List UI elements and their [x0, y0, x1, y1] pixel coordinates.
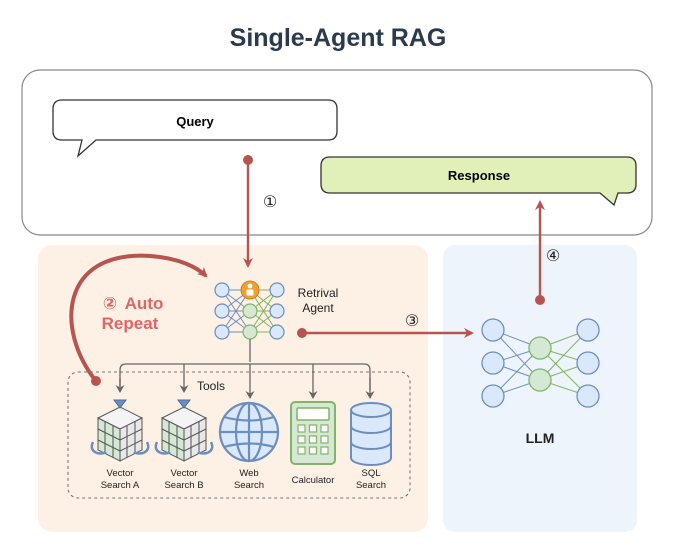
arrow-query-to-agent [243, 155, 253, 268]
agent-person-icon [240, 280, 260, 300]
tool-vector-search-a: Vector Search A [90, 399, 150, 491]
tool-label-line1: Vector [107, 468, 134, 479]
tool-label-line2: Search [356, 480, 386, 491]
llm-network [481, 318, 600, 408]
tool-web-search: Web Search [218, 401, 280, 491]
auto-repeat-label-2: Repeat [102, 314, 159, 333]
response-label: Response [448, 168, 510, 183]
auto-repeat-label-1: Auto [125, 294, 164, 313]
step-3-marker: ③ [405, 313, 419, 330]
llm-label: LLM [526, 430, 555, 446]
tool-label-line1: Calculator [292, 475, 335, 486]
response-bubble: Response [320, 156, 637, 207]
tool-label-line1: Web [239, 468, 258, 479]
tool-distribution-arrows [115, 339, 375, 399]
tools-box [67, 371, 411, 499]
query-bubble: Query [52, 99, 338, 158]
tool-calculator: Calculator [290, 401, 336, 486]
io-container [21, 69, 653, 236]
tool-vector-search-b: Vector Search B [154, 399, 214, 491]
tool-label-line2: Search A [101, 480, 140, 491]
tool-label-line2: Search [234, 480, 264, 491]
query-label: Query [176, 114, 214, 129]
agent-label-2: Agent [302, 301, 334, 315]
database-icon [350, 402, 392, 466]
step-1-marker: ① [263, 194, 277, 211]
tools-label: Tools [197, 379, 225, 393]
diagram-title: Single-Agent RAG [230, 24, 447, 52]
globe-icon [218, 401, 280, 463]
calculator-icon [290, 401, 336, 465]
agent-label-1: Retrival [298, 286, 339, 300]
tool-sql-search: SQL Search [350, 402, 392, 491]
tool-label-line1: Vector [171, 468, 198, 479]
auto-repeat-arrow [69, 253, 208, 386]
tool-label-line1: SQL [361, 468, 380, 479]
retrieval-agent-network [214, 280, 285, 340]
arrow-llm-to-response [535, 200, 545, 305]
arrow-agent-to-llm [297, 328, 474, 338]
vector-db-icon [154, 399, 214, 462]
tool-label-line2: Search B [164, 480, 203, 491]
step-4-marker: ④ [546, 248, 560, 265]
vector-db-icon [90, 399, 150, 462]
auto-repeat-number: ② [103, 294, 117, 313]
